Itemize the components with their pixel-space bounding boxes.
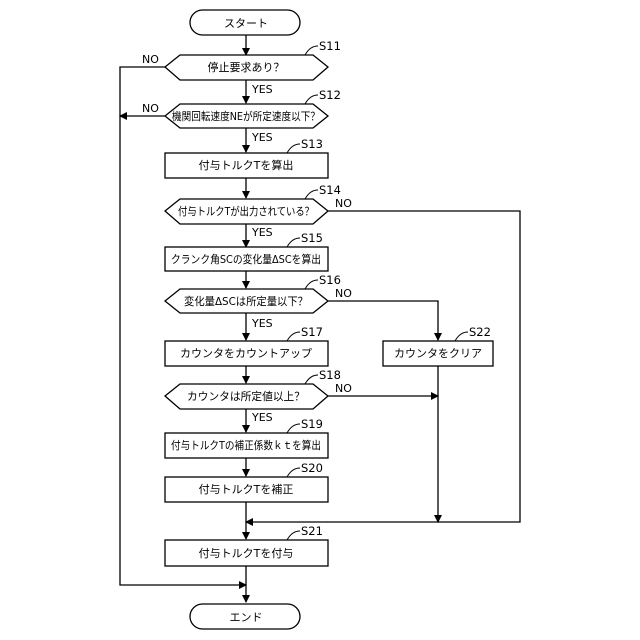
process-s19-text: 付与トルクTの補正係数ｋｔを算出 [171, 438, 321, 452]
process-s22-text: カウンタをクリア [394, 347, 482, 360]
leader-s13 [287, 144, 300, 153]
step-id-s16: S16 [319, 273, 341, 287]
step-id-s22: S22 [469, 325, 491, 339]
yes-label-s11: YES [251, 83, 273, 96]
leader-s17 [287, 332, 300, 341]
yes-label-s18: YES [251, 411, 273, 424]
no-label-s14: NO [335, 197, 352, 210]
step-id-s21: S21 [301, 524, 323, 538]
process-s17-text: カウンタをカウントアップ [180, 347, 312, 360]
no-label-s12: NO [142, 102, 159, 115]
yes-label-s14: YES [251, 226, 273, 239]
step-id-s17: S17 [301, 325, 323, 339]
leader-s12 [305, 95, 318, 104]
leader-s22 [455, 332, 468, 341]
step-id-s12: S12 [319, 88, 341, 102]
arrow-s16-no [328, 301, 438, 340]
no-label-s11: NO [142, 53, 159, 66]
step-id-s18: S18 [319, 368, 341, 382]
step-id-s11: S11 [319, 39, 341, 53]
process-s15-text: クランク角SCの変化量ΔSCを算出 [171, 252, 321, 266]
arrow-s11-no [120, 67, 246, 585]
step-id-s15: S15 [301, 231, 323, 245]
start-label: スタート [224, 17, 268, 30]
step-id-s13: S13 [301, 137, 323, 151]
no-label-s18: NO [335, 382, 352, 395]
process-s13-text: 付与トルクTを算出 [199, 158, 294, 172]
end-label: エンド [230, 611, 263, 624]
step-id-s14: S14 [319, 183, 341, 197]
leader-s16 [305, 280, 318, 289]
no-label-s16: NO [335, 287, 352, 300]
leader-s21 [287, 531, 300, 540]
decision-s18-text: カウンタは所定値以上？ [187, 389, 305, 403]
leader-s15 [287, 238, 300, 247]
decision-s11-text: 停止要求あり？ [208, 60, 285, 74]
step-id-s20: S20 [301, 461, 323, 475]
leader-s18 [305, 375, 318, 384]
leader-s19 [287, 424, 300, 433]
decision-s16-text: 変化量ΔSCは所定量以下？ [184, 294, 308, 308]
process-s21-text: 付与トルクTを付与 [199, 547, 294, 560]
leader-s11 [305, 46, 318, 55]
yes-label-s16: YES [251, 317, 273, 330]
decision-s14-text: 付与トルクTが出力されている？ [178, 204, 314, 218]
decision-s12-text: 機関回転速度NEが所定速度以下？ [172, 109, 320, 123]
step-id-s19: S19 [301, 417, 323, 431]
leader-s20 [287, 468, 300, 477]
yes-label-s12: YES [251, 131, 273, 144]
process-s20-text: 付与トルクTを補正 [199, 483, 294, 496]
leader-s14 [305, 190, 318, 199]
